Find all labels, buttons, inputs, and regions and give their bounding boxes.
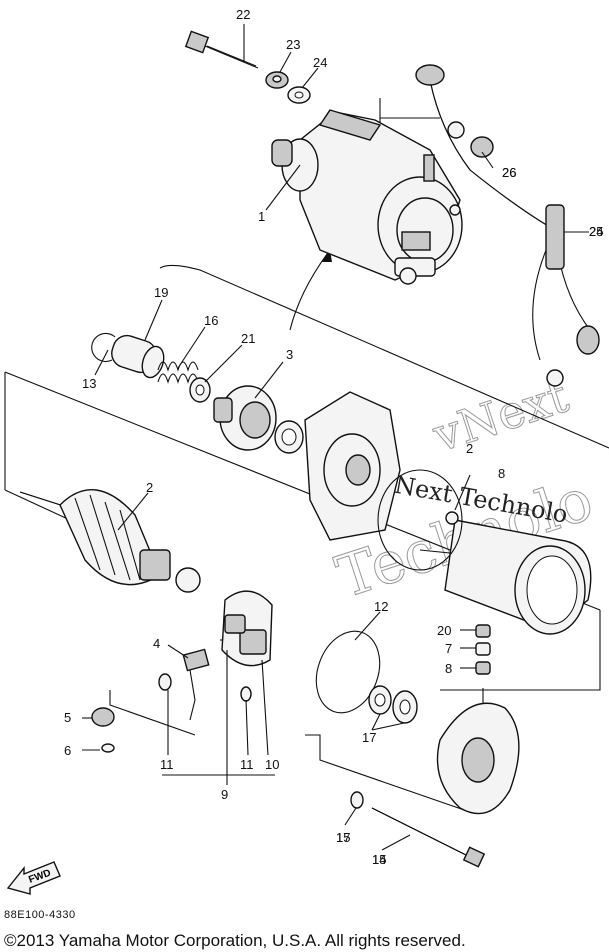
- callout-11a: 11: [160, 757, 174, 772]
- callout-13: 13: [82, 376, 96, 391]
- yoke-8: [444, 519, 592, 635]
- collar-19: [111, 334, 165, 379]
- callout-14-label: 14: [372, 852, 386, 867]
- callout-25: 24: [589, 224, 603, 239]
- washer-11a: [158, 673, 172, 691]
- washers-17: [368, 685, 418, 724]
- circlip-13: [91, 332, 116, 363]
- callout-5: 5: [64, 710, 71, 725]
- callout-25-label: 25: [589, 224, 603, 239]
- callout-14: 15: [372, 852, 386, 867]
- front-cover: [304, 391, 401, 541]
- callout-19: 19: [154, 285, 168, 300]
- bolt-22: [184, 30, 259, 69]
- callout-21: 21: [241, 331, 255, 346]
- callout-23: 23: [286, 37, 300, 52]
- fwd-arrow-icon: FWD: [6, 861, 61, 895]
- callout-15: 17: [336, 830, 350, 845]
- starter-cable-25: [415, 64, 600, 387]
- nut-23: [265, 71, 289, 89]
- diagram-code: 88E100-4330: [4, 909, 76, 921]
- callout-3: 3: [286, 347, 293, 362]
- starter-motor-1: [271, 109, 463, 285]
- rear-cover: [436, 702, 520, 815]
- armature-2: [19, 489, 201, 593]
- callout-9: 9: [221, 787, 228, 802]
- washer-6: [101, 743, 115, 753]
- spring-16: [157, 361, 199, 384]
- callout-12: 12: [374, 599, 388, 614]
- copyright-notice: ©2013 Yamaha Motor Corporation, U.S.A. A…: [4, 931, 466, 950]
- callout-22: 22: [236, 7, 250, 22]
- callout-24: 24: [313, 55, 327, 70]
- washer-15: [350, 791, 364, 809]
- washer-11b: [240, 686, 252, 702]
- callout-26: 26: [502, 165, 516, 180]
- callout-labels: 22 23 24 26 26 24 25 1 19 16 21 3 13 2 2…: [64, 7, 603, 867]
- washer-21: [189, 377, 211, 403]
- leader-lines: [82, 24, 589, 851]
- callout-26-label: 26: [502, 165, 516, 180]
- through-bolt-14: [371, 807, 486, 868]
- starter-clutch-3: [213, 385, 304, 454]
- callout-16: 16: [204, 313, 218, 328]
- callout-17: 17: [362, 730, 376, 745]
- callout-8: 8: [445, 661, 452, 676]
- brush-4: [182, 648, 210, 721]
- brush-plate-9: [221, 590, 273, 667]
- callout-2: 2: [146, 480, 153, 495]
- callout-15-label: 15: [336, 830, 350, 845]
- nut-5: [91, 707, 115, 727]
- washer-24: [287, 86, 311, 104]
- nut-26: [470, 136, 494, 158]
- callout-7: 7: [445, 641, 452, 656]
- callout-6: 6: [64, 743, 71, 758]
- callout-11b: 11: [240, 757, 254, 772]
- callout-2b: 2: [466, 441, 473, 456]
- callout-8-top: 8: [498, 466, 505, 481]
- callout-10: 10: [265, 757, 279, 772]
- callout-4: 4: [153, 636, 160, 651]
- callout-20: 20: [437, 623, 451, 638]
- callout-1: 1: [258, 209, 265, 224]
- small-parts-20-7-8: [475, 624, 491, 705]
- o-ring-8: [377, 469, 463, 571]
